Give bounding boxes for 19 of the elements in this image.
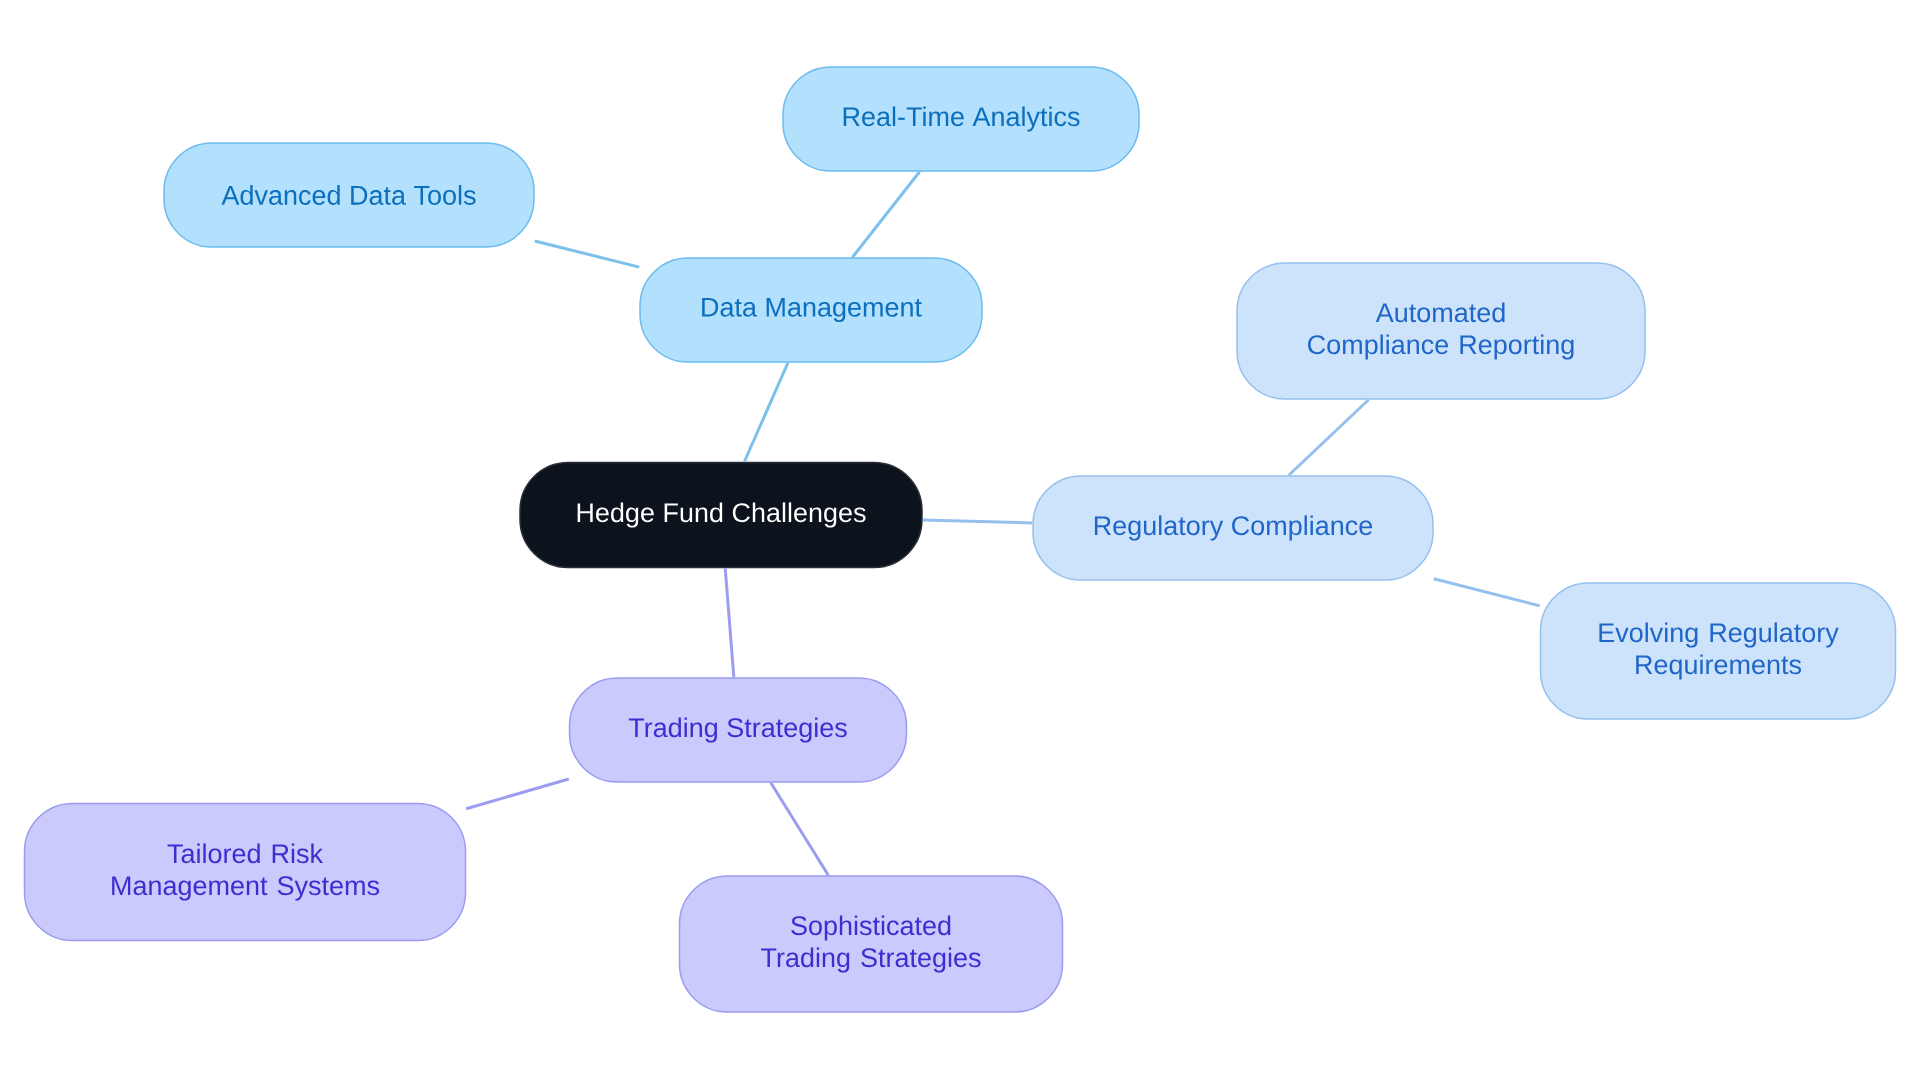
connector-line <box>851 170 921 259</box>
topic-box: Trading Strategies <box>568 677 908 783</box>
connector-line <box>769 781 830 877</box>
connector-line <box>1287 398 1370 477</box>
topic-box: Advanced Data Tools <box>163 142 535 248</box>
connector-line <box>723 568 736 678</box>
connector-line <box>465 777 570 811</box>
connector-line <box>922 518 1033 525</box>
connector-line <box>743 362 790 463</box>
topic-box: Evolving Regulatory Requirements <box>1539 582 1897 720</box>
topic-box: Tailored Risk Management Systems <box>23 802 467 942</box>
topic-box: Real-Time Analytics <box>782 66 1140 172</box>
topic-box: Data Management <box>639 257 983 363</box>
topic-box: Regulatory Compliance <box>1032 475 1434 581</box>
connector-line <box>534 239 640 269</box>
topic-box: Hedge Fund Challenges <box>519 461 923 569</box>
connector-line <box>1433 577 1541 608</box>
topic-box: Sophisticated Trading Strategies <box>678 875 1064 1013</box>
topic-box: Automated Compliance Reporting <box>1236 262 1646 400</box>
